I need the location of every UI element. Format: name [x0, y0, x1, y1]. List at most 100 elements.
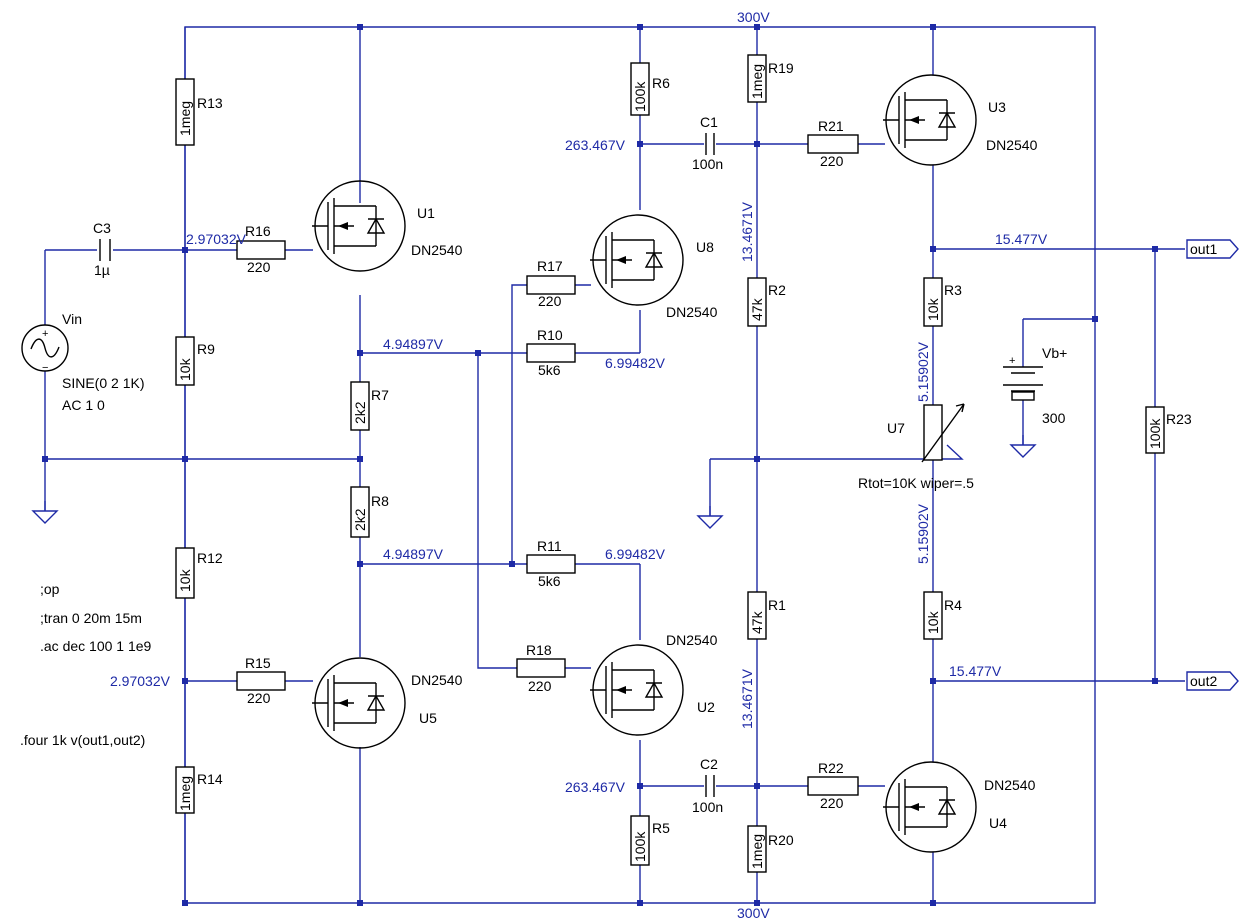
U5-name: U5 [419, 710, 437, 726]
potentiometer-u7-symbol [921, 403, 965, 463]
R6-body [630, 62, 650, 116]
R5-body [630, 815, 650, 866]
U2-value: DN2540 [666, 632, 718, 648]
ground-icon [697, 505, 723, 529]
R9-name: R9 [197, 341, 215, 357]
R7-value: 2k2 [352, 401, 368, 424]
junctions [42, 24, 1158, 906]
R18-value: 220 [528, 678, 552, 694]
node-s1: 4.94897V [383, 336, 444, 352]
U1-mosfet-symbol [311, 180, 406, 272]
R14-name: R14 [197, 771, 223, 787]
R8-name: R8 [371, 493, 389, 509]
directive-ac: .ac dec 100 1 1e9 [40, 638, 152, 654]
labels: 300V 300V R13 1meg R9 10k R12 10k R14 1m… [20, 9, 1217, 921]
R4-value: 10k [925, 610, 941, 634]
vin-name: Vin [62, 311, 82, 327]
R10-name: R10 [537, 327, 563, 343]
R1-name: R1 [768, 597, 786, 613]
R19-body [747, 54, 767, 103]
R3-value: 10k [925, 297, 941, 321]
vin-ac: AC 1 0 [62, 397, 105, 413]
directive-tran: ;tran 0 20m 15m [40, 610, 142, 626]
R12-body [175, 547, 195, 599]
svg-text:−: − [42, 362, 48, 374]
R10-value: 5k6 [538, 362, 561, 378]
R19-name: R19 [768, 60, 794, 76]
U2-name: U2 [697, 699, 715, 715]
label-vtop: 300V [737, 9, 770, 25]
R2-value: 47k [749, 297, 765, 321]
U1-name: U1 [417, 205, 435, 221]
R13-name: R13 [197, 95, 223, 111]
directive-op: ;op [40, 581, 60, 597]
R16-body [236, 240, 286, 260]
R20-value: 1meg [749, 834, 765, 869]
R4-name: R4 [944, 597, 962, 613]
R21-name: R21 [818, 118, 844, 134]
U4-mosfet-symbol [882, 761, 977, 853]
vb-value: 300 [1042, 410, 1066, 426]
R11-name: R11 [537, 538, 562, 554]
R2-body [747, 277, 767, 327]
R16-value: 220 [247, 259, 271, 275]
node-d2: 6.99482V [605, 546, 666, 562]
R23-value: 100k [1147, 418, 1163, 449]
R20-body [747, 825, 767, 873]
R4-body [923, 591, 943, 640]
node-s2: 4.94897V [383, 546, 444, 562]
R22-name: R22 [818, 760, 844, 776]
R12-value: 10k [177, 568, 193, 592]
R3-body [923, 277, 943, 327]
R8-value: 2k2 [352, 508, 368, 531]
R20-name: R20 [768, 832, 794, 848]
C1-symbol [705, 133, 715, 155]
node-o1: 15.477V [995, 231, 1048, 247]
directive-four: .four 1k v(out1,out2) [20, 732, 145, 748]
node-dr1: 263.467V [565, 137, 626, 153]
R11-body [526, 554, 576, 574]
C1-name: C1 [700, 114, 718, 130]
C2-value: 100n [692, 799, 723, 815]
C2-name: C2 [700, 756, 718, 772]
U5-mosfet-symbol [311, 657, 406, 749]
R11-value: 5k6 [538, 573, 561, 589]
capacitors [99, 133, 715, 797]
R6-name: R6 [652, 75, 670, 91]
C3-name: C3 [93, 220, 111, 236]
out1-label: out1 [1190, 241, 1217, 257]
U8-mosfet-symbol [589, 214, 684, 306]
U3-mosfet-symbol [882, 74, 977, 166]
out1-port [1186, 239, 1239, 259]
R6-value: 100k [632, 81, 648, 112]
U4-name: U4 [989, 815, 1007, 831]
node-o2: 15.477V [949, 663, 1002, 679]
R7-body [350, 381, 370, 431]
R21-value: 220 [820, 153, 844, 169]
R23-name: R23 [1166, 411, 1192, 427]
R16-name: R16 [245, 223, 271, 239]
R8-body [350, 486, 370, 538]
R23-body [1145, 406, 1165, 454]
node-d1: 6.99482V [605, 355, 666, 371]
R15-name: R15 [245, 655, 271, 671]
R17-value: 220 [538, 293, 562, 309]
U2-mosfet-symbol [589, 644, 684, 736]
out2-port [1186, 671, 1239, 691]
svg-text:+: + [1009, 355, 1015, 367]
R17-body [526, 275, 576, 295]
U8-name: U8 [696, 239, 714, 255]
R15-value: 220 [247, 690, 271, 706]
U7-value: Rtot=10K wiper=.5 [858, 475, 974, 491]
C3-value: 1µ [94, 262, 110, 278]
out2-label: out2 [1190, 673, 1217, 689]
R22-body [807, 776, 859, 796]
node-dr2: 263.467V [565, 779, 626, 795]
U3-value: DN2540 [986, 137, 1038, 153]
R9-value: 10k [177, 357, 193, 381]
source-vin-symbol: + − [21, 324, 69, 374]
R18-body [516, 658, 566, 678]
resistors [175, 54, 1165, 873]
U7-name: U7 [887, 420, 905, 436]
